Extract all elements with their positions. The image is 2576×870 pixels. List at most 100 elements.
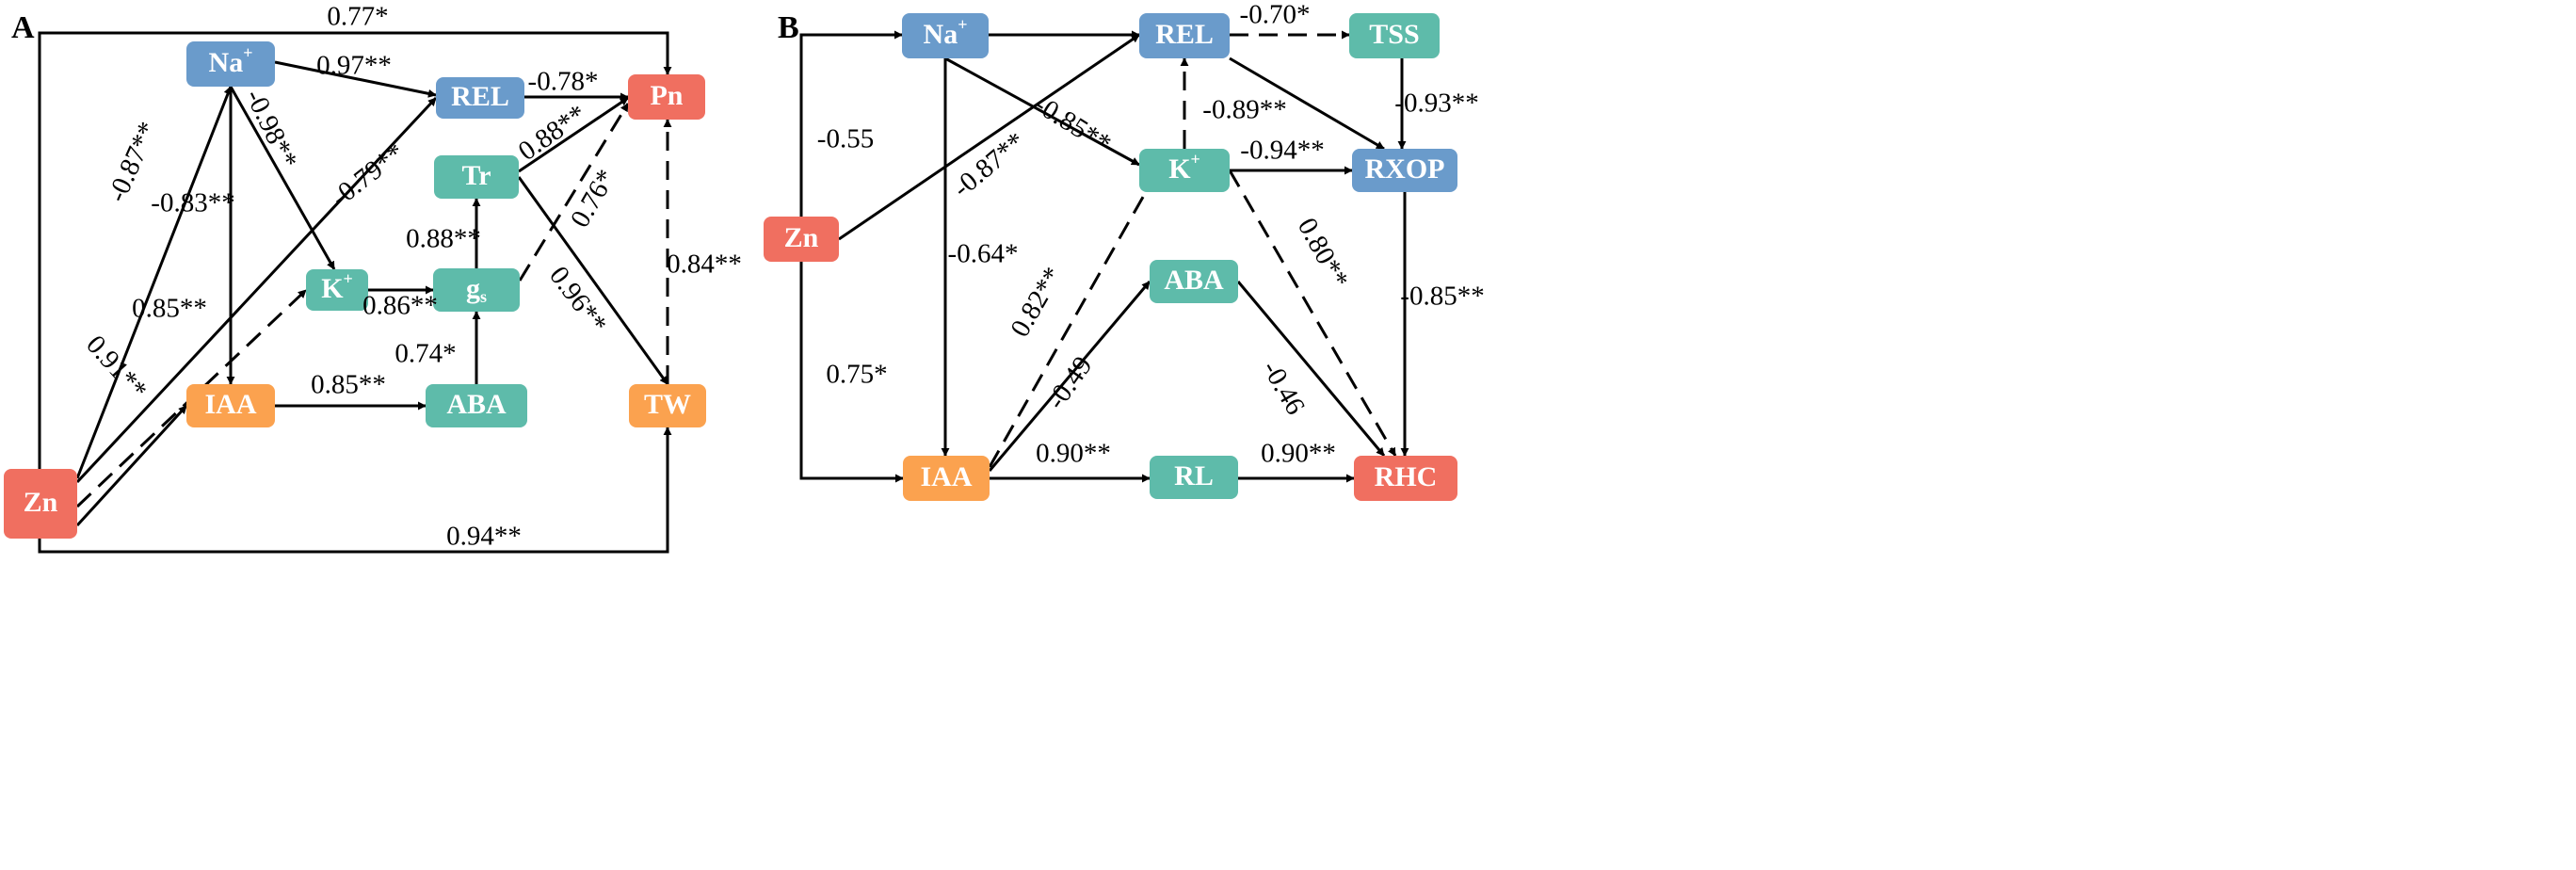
panel-b-node-rl: RL xyxy=(1150,456,1238,499)
panel-b-node-iaa-label: IAA xyxy=(920,461,972,492)
panel-b-edge-k-to-rhc xyxy=(1228,169,1397,457)
panel-b-node-aba-label: ABA xyxy=(1164,265,1224,296)
panel-a-edge-label-tr-to-tw: 0.96** xyxy=(543,261,613,339)
panel-a-edge-label-gs-to-pn: 0.76* xyxy=(565,165,621,234)
panel-a-letter: A xyxy=(11,10,35,45)
panel-b-node-k-box xyxy=(1139,149,1230,192)
panel-a-edge-zn-to-rel xyxy=(75,96,438,484)
panel-b-edge-label-k-to-rxop: -0.94** xyxy=(1240,136,1324,166)
panel-b-edge-zn-to-rel xyxy=(838,33,1140,241)
panel-b-edge-label-aba-to-rhc: -0.46 xyxy=(1256,356,1311,420)
panel-a-edge-label-zn-to-iaa: 0.91** xyxy=(80,330,153,406)
panel-a-edge-tr-to-tw xyxy=(517,176,669,385)
panel-b-edge-label-k-to-rhc: 0.80** xyxy=(1292,213,1355,293)
panel-a-node-na-box xyxy=(186,41,275,87)
panel-a-node-gs: gs xyxy=(433,268,520,312)
panel-b-edge-label-na-to-iaa: -0.64* xyxy=(948,239,1019,269)
panel-a-edge-label-tw-to-pn: 0.84** xyxy=(667,250,742,280)
panel-a-edge-label-zn-to-k: 0.85** xyxy=(132,294,207,324)
panel-a-node-tw-box xyxy=(629,384,706,427)
panel-a-node-zn: Zn xyxy=(4,469,77,539)
panel-a-edge-label-zn-to-pn: 0.77* xyxy=(327,2,388,32)
panel-a-node-iaa-box xyxy=(186,384,275,427)
panel-b-edge-label-na-to-k: -0.85** xyxy=(1029,89,1117,160)
panel-a-node-pn-label: Pn xyxy=(650,80,683,111)
panel-b-node-rxop-box xyxy=(1352,149,1457,192)
panel-a-edge-label-iaa-to-aba: 0.85** xyxy=(311,370,386,400)
panel-b-node-tss-box xyxy=(1349,13,1440,58)
panel-a-node-gs-box xyxy=(433,268,520,312)
panel-a-node-zn-box xyxy=(4,469,77,539)
panel-b-node-na: Na+ xyxy=(902,13,989,58)
panel-b-node-zn-box xyxy=(764,217,839,262)
panel-a-edge-label-rel-to-pn: -0.78* xyxy=(528,67,599,97)
panel-b-edge-label-iaa-to-k: 0.82** xyxy=(1005,262,1069,342)
panel-a-edge-gs-to-pn xyxy=(518,103,630,282)
panel-a-node-aba: ABA xyxy=(426,384,527,427)
panel-a-edge-label-na-to-iaa: -0.83** xyxy=(151,188,234,218)
panel-b-edge-label-k-to-rel: -0.89** xyxy=(1202,95,1286,125)
panel-a-edge-label-na-to-k: -0.98** xyxy=(239,85,303,173)
panel-a-edge-na-to-rel xyxy=(274,60,437,98)
panel-b-edge-zn-to-iaa xyxy=(799,262,904,483)
panel-b-edge-label-iaa-to-rl: 0.90** xyxy=(1036,439,1111,469)
panel-a-edge-label-k-to-gs: 0.86** xyxy=(362,291,438,321)
panel-b-node-rel-box xyxy=(1139,13,1230,58)
panel-a-node-tr: Tr xyxy=(434,155,519,199)
panel-a-edge-zn-to-iaa xyxy=(75,404,188,527)
panel-b-node-rhc-box xyxy=(1354,456,1457,501)
panel-a-node-rel-label: REL xyxy=(451,81,509,112)
panel-a-node-rel: REL xyxy=(436,77,524,119)
panel-b-edge-na-to-k xyxy=(944,56,1140,167)
panel-a-node-tr-box xyxy=(434,155,519,199)
panel-b-edge-rel-to-rxop xyxy=(1229,56,1385,151)
panel-a-edge-zn-to-tw xyxy=(38,427,672,554)
panel-b-node-aba: ABA xyxy=(1150,260,1238,303)
panel-a-edge-zn-to-na xyxy=(75,86,233,479)
panel-a-node-aba-box xyxy=(426,384,527,427)
panel-a-edge-label-aba-to-gs: 0.74* xyxy=(394,339,456,369)
panel-a-node-tw: TW xyxy=(629,384,706,427)
panel-b-node-rhc-label: RHC xyxy=(1375,461,1438,492)
panel-b-node-rl-label: RL xyxy=(1174,460,1214,491)
panel-a-edge-tr-to-pn xyxy=(518,96,629,173)
panel-b-edge-label-zn-to-na: -0.55 xyxy=(817,124,874,154)
panel-a-node-k: K+ xyxy=(306,269,368,311)
panel-b-node-rel: REL xyxy=(1139,13,1230,58)
panel-a-edge-label-zn-to-tw: 0.94** xyxy=(446,522,522,552)
panel-b-edge-label-tss-to-rxop: -0.93** xyxy=(1394,89,1478,119)
panel-b-node-tss-label: TSS xyxy=(1369,19,1419,50)
panel-a-node-zn-label: Zn xyxy=(24,487,58,518)
panel-b-edge-label-zn-to-iaa: 0.75* xyxy=(826,360,887,390)
panel-a-node-pn: Pn xyxy=(628,74,705,120)
panel-a-edge-label-tr-to-pn: 0.88** xyxy=(513,99,592,167)
panel-a-edge-na-to-k xyxy=(229,86,336,270)
panel-b-edge-label-rl-to-rhc: 0.90** xyxy=(1261,439,1336,469)
panel-a-node-k-box xyxy=(306,269,368,311)
panel-a-node-pn-box xyxy=(628,74,705,120)
panel-b-edge-iaa-to-aba xyxy=(988,281,1151,472)
panel-b-edge-label-rel-to-tss: -0.70* xyxy=(1240,0,1311,30)
panel-b-node-tss: TSS xyxy=(1349,13,1440,58)
panel-a-node-iaa-label: IAA xyxy=(204,389,256,420)
panel-b-edge-zn-to-na xyxy=(799,30,903,217)
panel-b-node-zn-label: Zn xyxy=(784,222,819,253)
panel-a-edge-zn-to-pn xyxy=(38,31,672,469)
panel-a-edge-label-gs-to-tr: 0.88** xyxy=(406,224,481,254)
panel-a-node-tr-label: Tr xyxy=(461,160,491,191)
panel-b-node-rxop-label: RXOP xyxy=(1365,153,1445,185)
panel-a-edge-label-na-to-rel: 0.97** xyxy=(316,51,392,81)
panel-b-node-na-box xyxy=(902,13,989,58)
panel-a-node-aba-label: ABA xyxy=(446,389,507,420)
panel-b-letter: B xyxy=(778,10,799,45)
panel-a-node-rel-box xyxy=(436,77,524,119)
panel-a-node-tw-label: TW xyxy=(644,389,691,420)
panel-b-node-rhc: RHC xyxy=(1354,456,1457,501)
panel-b-node-zn: Zn xyxy=(764,217,839,262)
panel-a-edge-label-zn-to-rel: -0.79** xyxy=(325,137,410,213)
panel-b-node-k: K+ xyxy=(1139,149,1230,192)
panel-b-node-iaa-box xyxy=(903,456,990,501)
panel-b-node-rl-box xyxy=(1150,456,1238,499)
